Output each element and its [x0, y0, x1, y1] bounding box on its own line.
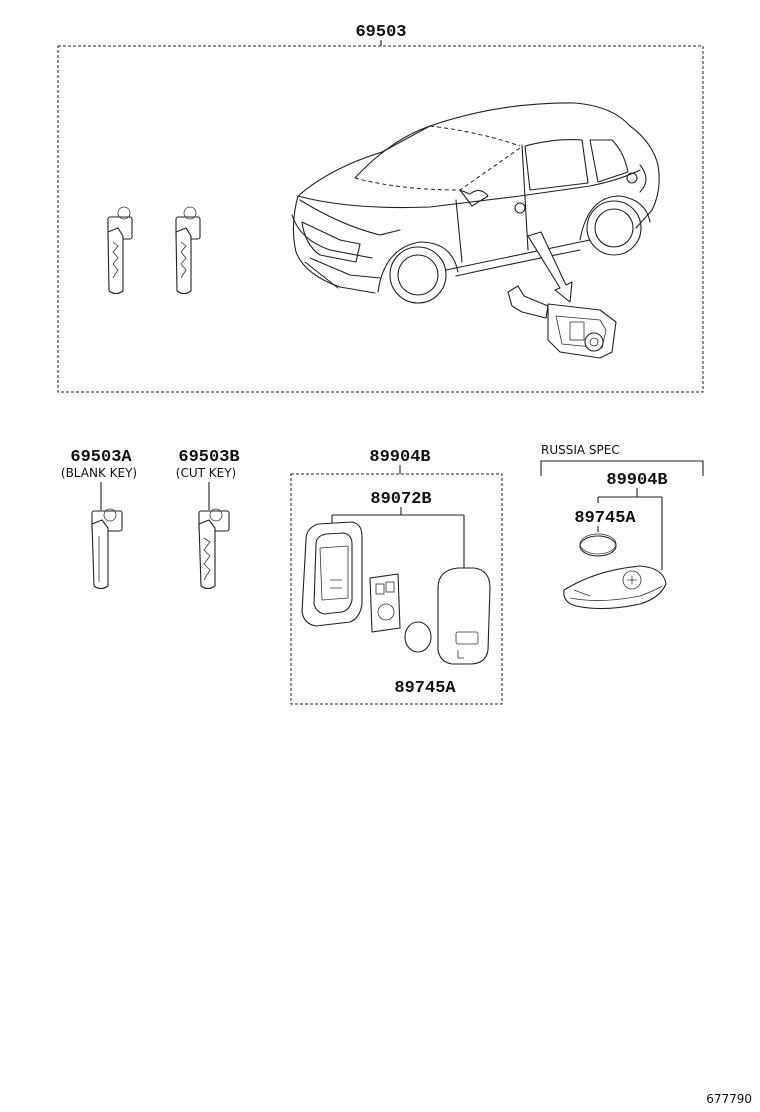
label-89072B[interactable]: 89072B [370, 490, 431, 509]
russia-smart-key-icon[interactable] [563, 565, 667, 610]
label-69503B[interactable]: 69503B [178, 448, 239, 467]
vehicle-illustration [291, 102, 660, 304]
blank-key-icon[interactable] [91, 508, 123, 590]
coin-battery-icon[interactable] [404, 621, 432, 653]
label-69503[interactable]: 69503 [355, 23, 406, 42]
note-russia-spec: RUSSIA SPEC [541, 443, 620, 457]
leader-russia-89904B [597, 488, 663, 570]
note-cut-key: (CUT KEY) [176, 466, 236, 480]
russia-coin-battery-icon[interactable] [579, 533, 617, 557]
label-russia-89745A[interactable]: 89745A [574, 509, 636, 528]
illustration-id: 677790 [706, 1092, 752, 1106]
cut-key-icon[interactable] [198, 508, 230, 590]
russia-spec-bracket [540, 460, 704, 476]
door-lock-arrow [527, 231, 573, 303]
label-69503A[interactable]: 69503A [70, 448, 132, 467]
transmitter-boundary-box [290, 473, 503, 705]
key-fob-shell-icon[interactable] [437, 567, 491, 665]
note-blank-key: (BLANK KEY) [61, 466, 137, 480]
door-lock-cylinder-icon[interactable] [507, 285, 617, 359]
label-89904B[interactable]: 89904B [369, 448, 430, 467]
leader-89072B [331, 507, 465, 568]
label-russia-89904B[interactable]: 89904B [606, 471, 667, 490]
kit-key-2-icon[interactable] [175, 206, 201, 295]
label-89745A[interactable]: 89745A [394, 679, 456, 698]
key-case-frame-icon[interactable] [301, 521, 363, 627]
kit-boundary-box [57, 45, 704, 393]
circuit-board-icon[interactable] [369, 573, 401, 633]
kit-key-1-icon[interactable] [107, 206, 133, 295]
